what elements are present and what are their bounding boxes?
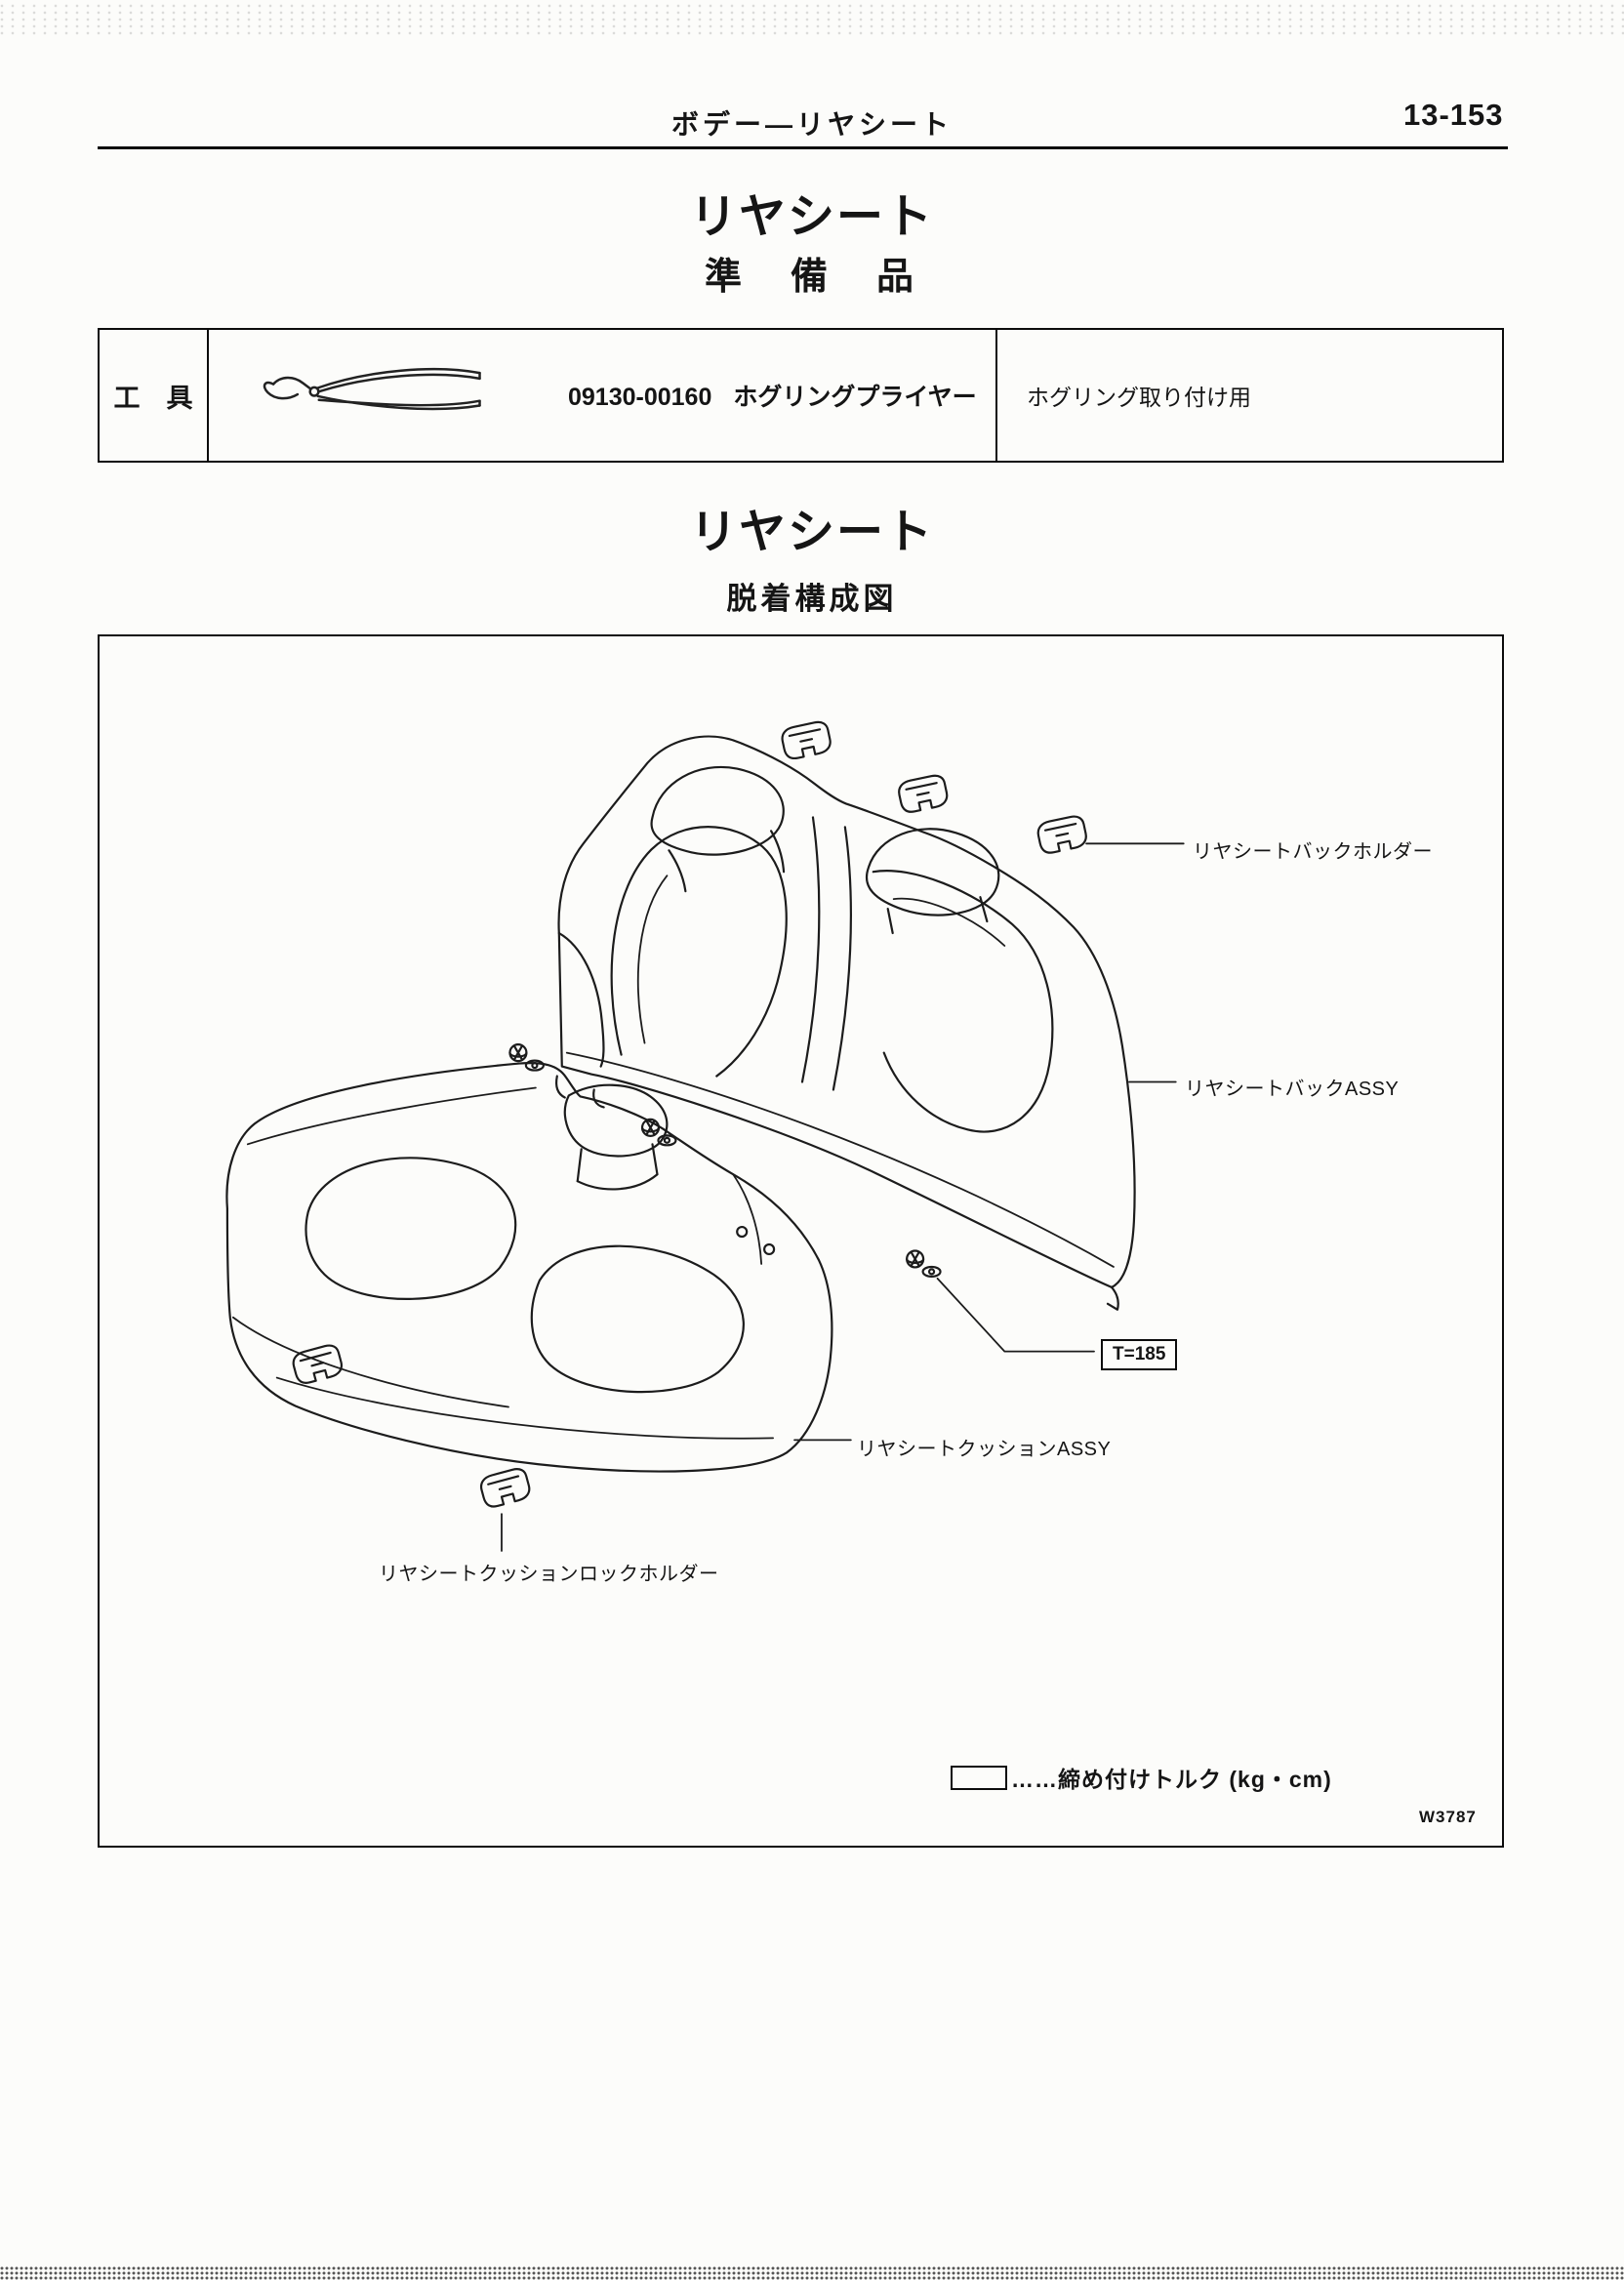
label-seat-back-holder: リヤシートバックホルダー [1193, 841, 1433, 863]
tool-part-number: 09130-00160 [568, 384, 712, 411]
cushion-lock-holder-clips [289, 1342, 534, 1511]
torque-spec-box: T=185 [1101, 1339, 1178, 1370]
torque-legend-box [951, 1765, 1007, 1790]
rear-seat-diagram [225, 718, 1185, 1552]
seat-back-holder-clips [779, 718, 1090, 856]
header-rule [98, 146, 1508, 149]
tool-part-name: ホグリングプライヤー [733, 384, 977, 411]
section1-subtitle: 準 備 品 [704, 257, 919, 298]
torque-legend: ……締め付けトルク (kg・cm) [951, 1761, 1332, 1794]
label-cushion-lock-holder: リヤシートクッションロックホルダー [379, 1564, 719, 1585]
page-header-title: ボデー―リヤシート [670, 109, 953, 140]
section1-title: リヤシート [689, 191, 934, 243]
leader-lines [501, 842, 1185, 1552]
label-seat-back-assy: リヤシートバックASSY [1185, 1079, 1400, 1100]
seat-back-drawing [554, 735, 1136, 1311]
section2-subtitle: 脱着構成図 [726, 582, 898, 616]
bolt-fasteners [508, 1043, 942, 1278]
label-seat-cushion-assy: リヤシートクッションASSY [857, 1439, 1112, 1460]
hog-ring-pliers-illustration [256, 356, 490, 434]
tools-table: 工 具 09130-00160 ホグリングプライヤー ホグリング取り付け用 [98, 328, 1504, 463]
seat-cushion-drawing [225, 1062, 833, 1473]
tool-part-text: 09130-00160 ホグリングプライヤー [568, 378, 977, 413]
scan-noise-top [0, 4, 1624, 37]
page-number: 13-153 [1403, 98, 1504, 132]
tools-table-main-cell: 09130-00160 ホグリングプライヤー [209, 330, 997, 461]
tools-table-row-label: 工 具 [100, 330, 209, 461]
figure-code: W3787 [1419, 1808, 1477, 1826]
tool-usage: ホグリング取り付け用 [1027, 385, 1251, 410]
scan-noise-bottom [0, 2266, 1624, 2280]
section2-title: リヤシート [689, 507, 934, 558]
torque-legend-text: ……締め付けトルク (kg・cm) [1011, 1767, 1332, 1792]
exploded-view-figure: リヤシートバックホルダー リヤシートバックASSY T=185 リヤシートクッシ… [98, 634, 1504, 1848]
